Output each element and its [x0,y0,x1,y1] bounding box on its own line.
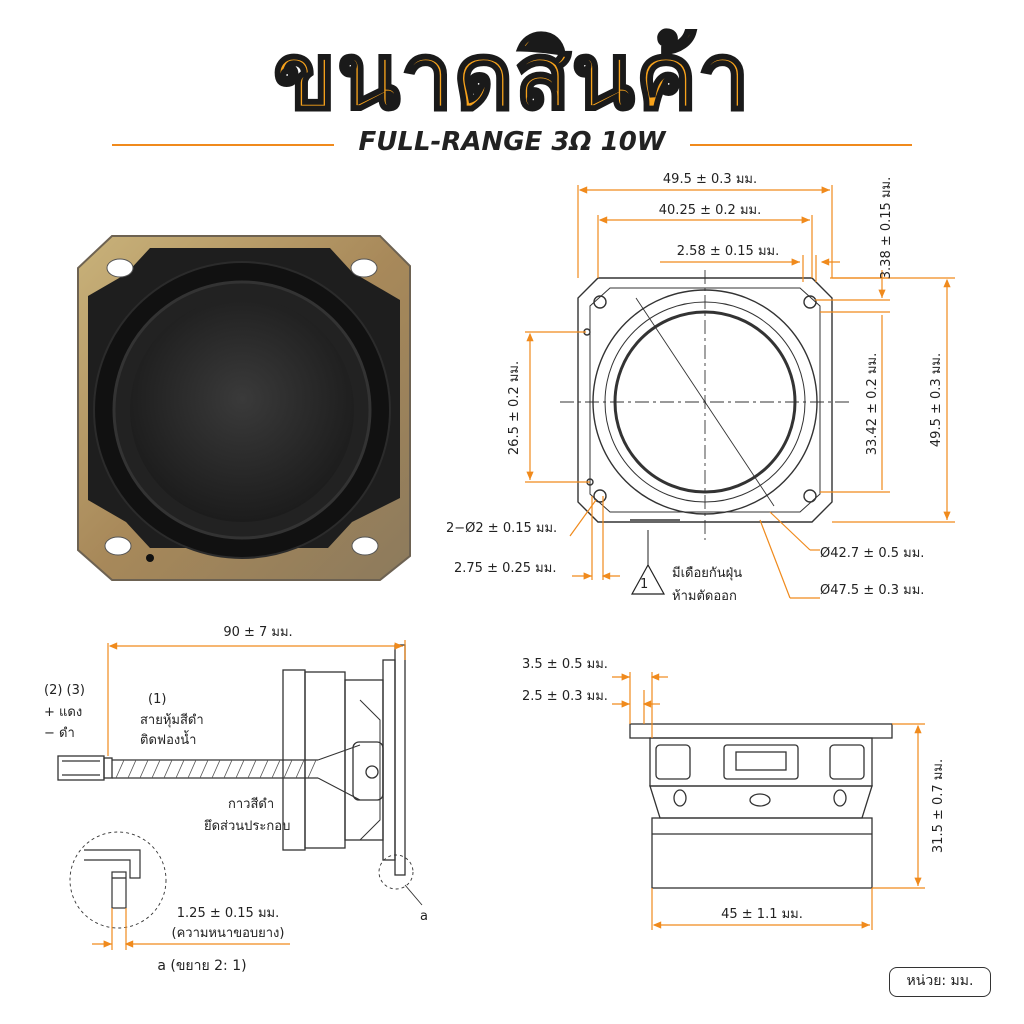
dim-width-inner: 40.25 ± 0.2 มม. [659,203,761,218]
profile-technical-view [629,723,893,889]
speaker-photo [77,235,411,581]
dim-frame-depth: 3.5 ± 0.5 มม. [522,657,608,672]
rubber-caption: (ความหนาขอบยาง) [172,926,285,941]
front-technical-view [560,270,850,540]
front-dimension-lines [525,185,955,599]
pin-plus-red: + แดง [44,705,82,720]
dim-magnet-diameter: 45 ± 1.1 มม. [721,907,803,922]
dim-edge-offset: 3.38 ± 0.15 มม. [879,177,894,279]
dim-hole-spacing: 33.42 ± 0.2 มม. [865,353,880,455]
detail-caption: a (ขยาย 2: 1) [157,958,246,974]
glue-line-1: กาวสีดำ [228,796,274,812]
dim-cable-length: 90 ± 7 มม. [223,625,292,640]
mount-hole-icon [350,258,378,278]
dim-width-outer: 49.5 ± 0.3 มม. [663,172,757,187]
mount-hole-icon [106,258,134,278]
mount-hole-icon [104,536,132,556]
wire-line-2: ติดฟองน้ำ [140,730,196,748]
dim-height-right: 49.5 ± 0.3 มม. [929,353,944,447]
dim-dia-inner: Ø42.7 ± 0.5 มม. [820,546,924,561]
warning-line-1: มีเดือยกันฝุ่น [672,565,742,581]
cable-twist-pattern [115,759,317,779]
pin-labels: (2) (3) [44,683,85,698]
unit-badge: หน่วย: มม. [889,967,991,997]
title-divider-right [690,144,912,146]
dim-flange-thickness: 2.5 ± 0.3 มม. [522,689,608,704]
title-divider-left [112,144,334,146]
mount-hole-icon [351,536,379,556]
dim-total-depth: 31.5 ± 0.7 มม. [931,759,946,853]
warning-triangle-icon [630,530,666,595]
side-dimension-lines [92,640,406,950]
warning-line-2: ห้ามตัดออก [672,589,737,604]
page-title: ขนาดสินค้า [272,22,751,132]
dim-dia-outer: Ø47.5 ± 0.3 มม. [820,583,924,598]
wire-line-1: สายหุ้มสีดำ [140,712,204,728]
dim-hole-offset: 2.75 ± 0.25 มม. [454,561,556,576]
page-subtitle: FULL-RANGE 3Ω 10W [358,127,666,157]
pin-minus-black: − ดำ [44,726,75,741]
profile-dimension-lines [612,672,925,930]
glue-line-2: ยึดส่วนประกอบ [204,819,291,834]
warning-number: 1 [640,577,648,592]
side-technical-view [57,644,423,929]
dim-holes: 2−Ø2 ± 0.15 มม. [446,521,557,536]
dim-height-left: 26.5 ± 0.2 มม. [507,361,522,455]
wire-number: (1) [148,692,166,707]
detail-marker: a [420,909,428,924]
dim-slot: 2.58 ± 0.15 มม. [677,244,779,259]
dim-rubber-thickness: 1.25 ± 0.15 มม. [177,906,279,921]
